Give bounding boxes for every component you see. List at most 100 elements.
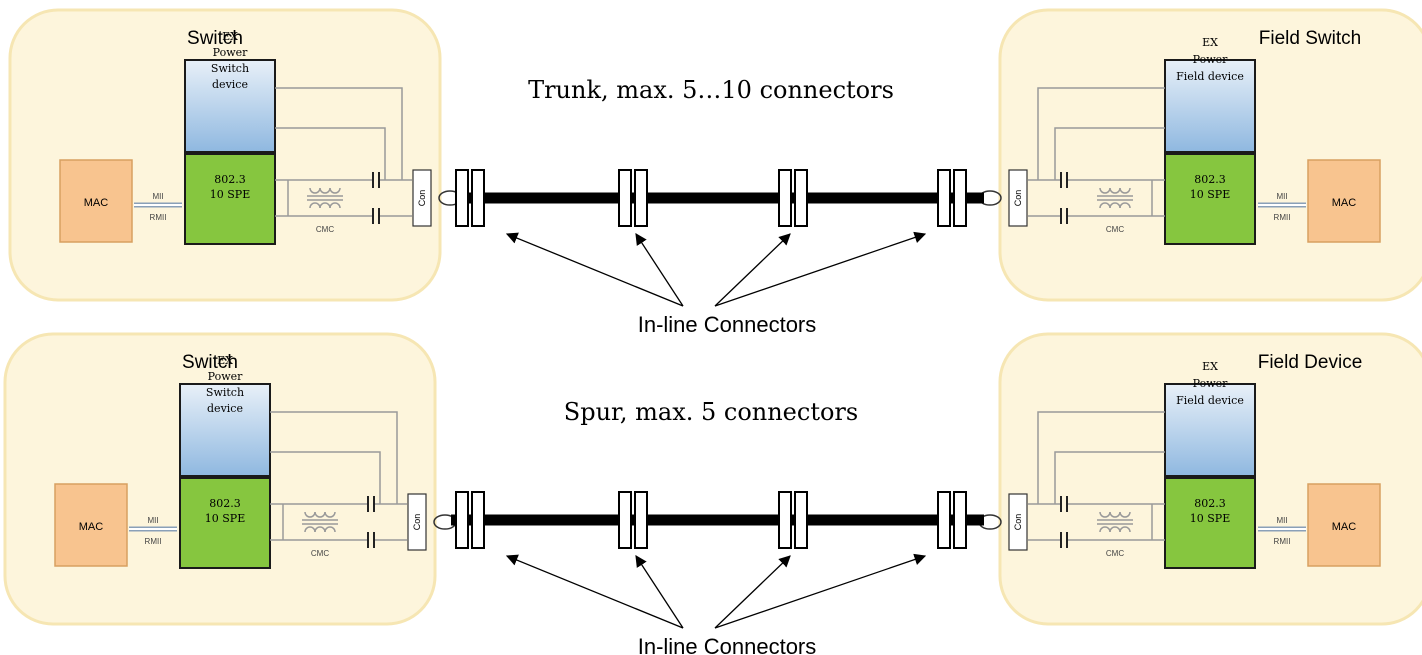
rmii-label: RMII	[1274, 537, 1291, 546]
mac-box	[54, 483, 128, 567]
capacitor-gap	[369, 502, 373, 506]
connector-half	[471, 169, 485, 227]
ex-power-label: Switch	[211, 62, 249, 75]
power-wire	[270, 411, 398, 504]
connector-half	[778, 491, 792, 549]
cmc-coil-icon	[1099, 202, 1111, 209]
mii-label: MII	[1276, 192, 1287, 201]
con-box	[1008, 169, 1028, 227]
mac-label: MAC	[1332, 197, 1357, 209]
ex-power-label: Field device	[1176, 70, 1244, 83]
phy-label: 802.3	[1194, 497, 1226, 510]
ex-power-box	[1164, 59, 1256, 153]
connectors-label: In-line Connectors	[638, 312, 817, 337]
ex-power-box	[179, 383, 271, 477]
mii-label: MII	[152, 192, 163, 201]
con-box	[412, 169, 432, 227]
cmc-label: CMC	[311, 549, 329, 558]
phy-box	[179, 477, 271, 569]
connector-arrow	[505, 554, 684, 629]
connectors-label: In-line Connectors	[638, 634, 817, 655]
cable-label: Trunk, max. 5…10 connectors	[528, 76, 894, 104]
connector-half	[618, 169, 632, 227]
mac-label: MAC	[79, 521, 104, 533]
rmii-label: RMII	[1274, 213, 1291, 222]
ex-power-label: Switch	[206, 386, 244, 399]
capacitor-gap	[374, 214, 378, 218]
node-title: Field Device	[1258, 352, 1363, 373]
inline-connector-icon	[778, 169, 808, 227]
con-box	[407, 493, 427, 551]
connector-half	[634, 169, 648, 227]
con-label: Con	[417, 190, 427, 207]
mac-label: MAC	[1332, 521, 1357, 533]
inline-connector-icon	[618, 169, 648, 227]
phy-box	[1164, 153, 1256, 245]
connector-arrow	[714, 231, 927, 307]
cmc-coil-icon	[329, 202, 341, 209]
connector-half	[455, 169, 469, 227]
connector-half	[953, 491, 967, 549]
connector-half	[634, 491, 648, 549]
phy-label: 10 SPE	[1190, 512, 1230, 525]
ex-power-label: EX	[222, 30, 238, 43]
connector-half	[618, 491, 632, 549]
cmc-coil-icon	[324, 526, 336, 533]
mii-label: MII	[1276, 516, 1287, 525]
cmc-label: CMC	[1106, 549, 1124, 558]
rmii-label: RMII	[145, 537, 162, 546]
ex-power-label: device	[207, 402, 243, 415]
ex-power-label: Field device	[1176, 394, 1244, 407]
cmc-label: CMC	[316, 225, 334, 234]
connector-half	[471, 491, 485, 549]
connector-half	[937, 169, 951, 227]
ex-power-label: Power	[1193, 377, 1229, 390]
mac-label: MAC	[84, 197, 109, 209]
phy-box	[184, 153, 276, 245]
connector-half	[937, 491, 951, 549]
ex-power-box	[184, 59, 276, 153]
node-title: Switch	[182, 352, 238, 373]
node-title: Field Switch	[1259, 28, 1361, 49]
capacitor-gap	[1062, 502, 1066, 506]
power-wire	[1054, 127, 1165, 180]
inline-connector-icon	[618, 491, 648, 549]
connector-half	[953, 169, 967, 227]
con-label: Con	[412, 514, 422, 531]
mac-box	[1307, 159, 1381, 243]
cmc-coil-icon	[1099, 526, 1111, 533]
cmc-coil-icon	[1099, 187, 1111, 194]
capacitor-gap	[374, 178, 378, 182]
con-box	[1008, 493, 1028, 551]
capacitor-gap	[369, 538, 373, 542]
inline-connector-icon	[455, 491, 485, 549]
connector-arrow	[714, 553, 927, 629]
inline-connector-icon	[455, 169, 485, 227]
con-label: Con	[1013, 514, 1023, 531]
power-wire	[275, 87, 403, 180]
connector-arrow	[635, 233, 684, 307]
capacitor-gap	[1062, 178, 1066, 182]
connector-half	[794, 491, 808, 549]
inline-connector-icon	[937, 491, 967, 549]
connector-half	[794, 169, 808, 227]
connector-arrow	[505, 232, 684, 307]
inline-connector-icon	[937, 169, 967, 227]
phy-label: 802.3	[1194, 173, 1226, 186]
ex-power-label: EX	[1202, 36, 1218, 49]
ex-power-label: Power	[213, 46, 249, 59]
ex-power-label: EX	[1202, 360, 1218, 373]
capacitor-gap	[1062, 538, 1066, 542]
cmc-coil-icon	[329, 187, 341, 194]
cable-label: Spur, max. 5 connectors	[564, 398, 858, 426]
cmc-label: CMC	[1106, 225, 1124, 234]
phy-label: 802.3	[214, 173, 246, 186]
ex-power-label: device	[212, 78, 248, 91]
mac-box	[59, 159, 133, 243]
ex-power-box	[1164, 383, 1256, 477]
phy-label: 802.3	[209, 497, 241, 510]
